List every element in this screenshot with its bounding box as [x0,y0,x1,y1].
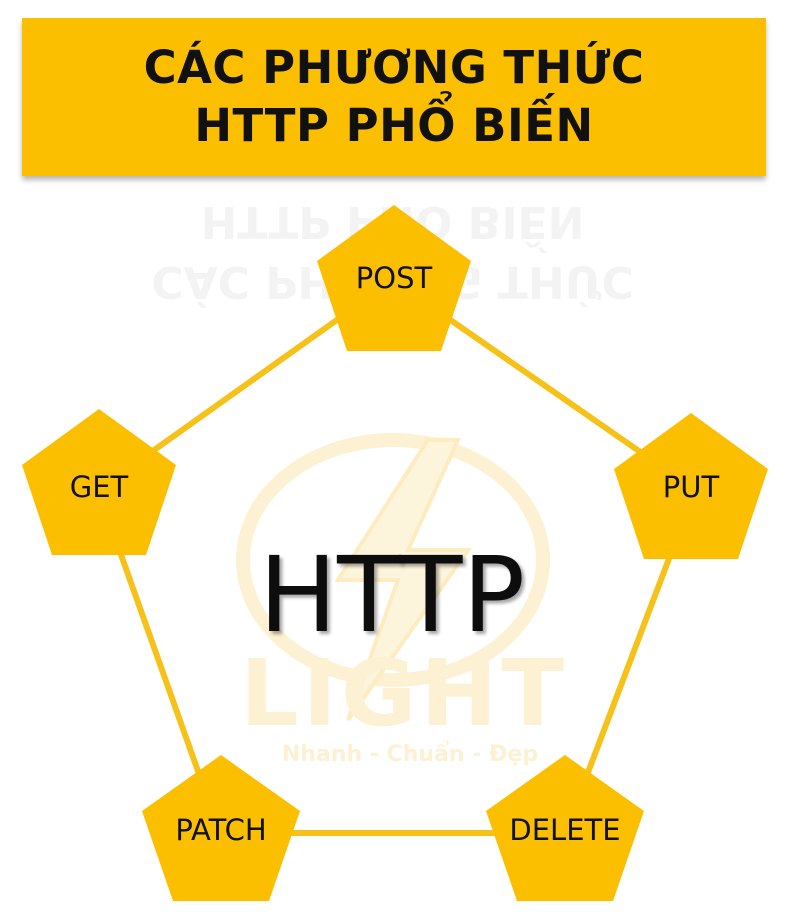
pentagon-shape [317,205,471,351]
watermark-brand: LIGHT [240,640,569,747]
method-label-put: PUT [662,470,720,504]
method-label-delete: DELETE [509,813,621,847]
method-node-put: PUT [614,413,768,559]
pentagon-shape [142,755,300,901]
watermark-logo-icon [236,433,550,722]
pentagon-shape [614,413,768,559]
method-label-patch: PATCH [175,813,267,847]
title-line-2: HTTP PHỔ BIẾN [194,99,594,152]
title-line-1: CÁC PHƯƠNG THỨC [143,41,645,94]
method-label-get: GET [69,470,129,504]
title-banner: CÁC PHƯƠNG THỨC HTTP PHỔ BIẾN [22,18,766,176]
method-label-post: POST [355,261,433,295]
watermark-tagline: Nhanh - Chuẩn - Đẹp [281,742,539,767]
method-node-patch: PATCH [142,755,300,901]
pentagon-shape [486,755,644,901]
method-node-delete: DELETE [486,755,644,901]
center-label: HTTP [258,534,526,656]
method-node-get: GET [22,409,176,555]
method-node-post: POST [317,205,471,351]
pentagon-shape [22,409,176,555]
